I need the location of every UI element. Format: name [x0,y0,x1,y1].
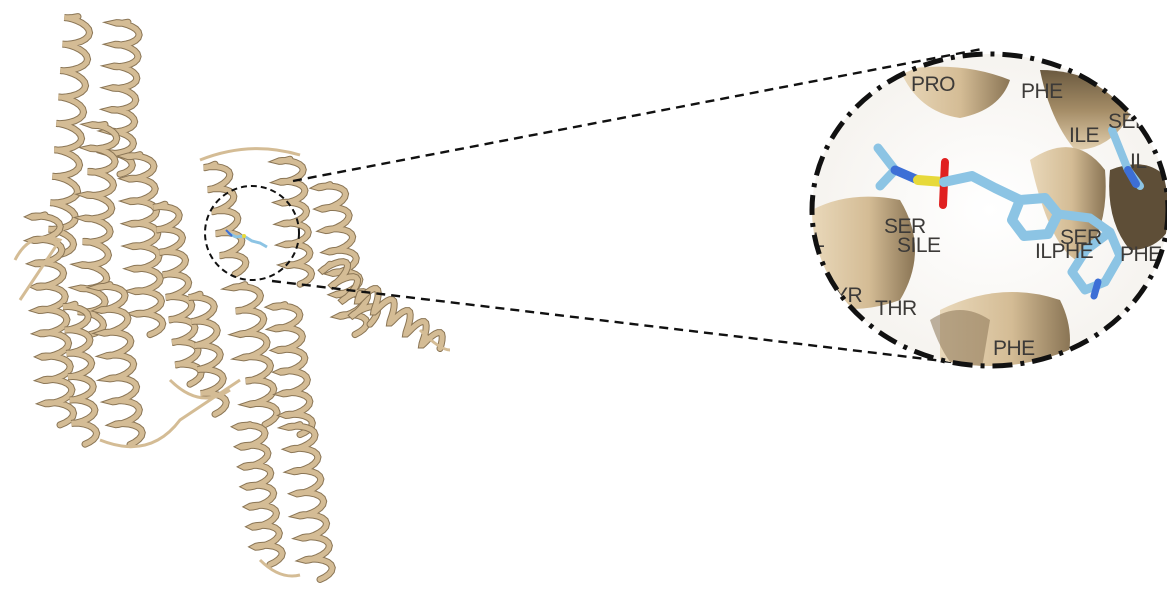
zoom-lens-icon: PRO PHE SER ILE IL L SER SILE SER ILPHE … [812,54,1167,383]
helix-segment [78,125,116,335]
residue-label: PHE [993,337,1035,360]
residue-label: ILE [1069,124,1100,147]
residue-label: IL [1130,150,1147,173]
residue-label: ILPHE [1035,240,1094,263]
residue-label: PRO [911,73,955,96]
helix-segment [109,22,139,174]
protein-ribbon-icon [15,17,450,580]
residue-label: THR [875,297,917,320]
residue-label: PHE [1021,80,1063,103]
residue-label: SILE [897,234,941,257]
